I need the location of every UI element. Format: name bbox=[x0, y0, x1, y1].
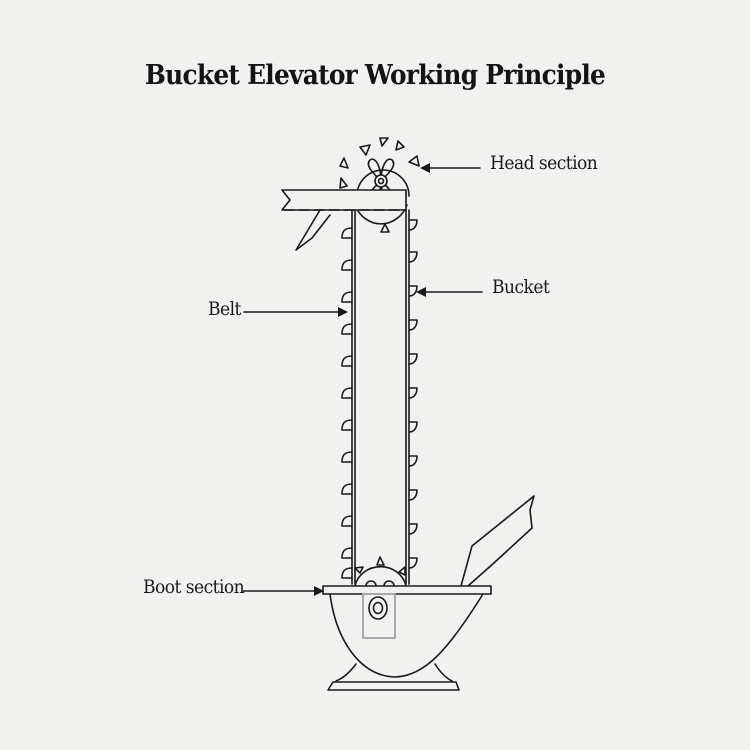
label-boot-section: Boot section bbox=[143, 576, 245, 598]
label-bucket: Bucket bbox=[492, 276, 550, 298]
label-belt: Belt bbox=[208, 298, 241, 320]
label-head-section: Head section bbox=[490, 152, 598, 174]
boot-top-plate bbox=[322, 585, 492, 595]
buckets-left bbox=[341, 227, 353, 579]
discharge-chute bbox=[281, 189, 407, 251]
arrow-head-section bbox=[420, 163, 481, 173]
arrow-bucket bbox=[416, 287, 483, 297]
diagram-title: Bucket Elevator Working Principle bbox=[144, 60, 606, 91]
arrow-boot-section bbox=[242, 586, 324, 596]
head-pulley bbox=[339, 137, 420, 233]
feed-inlet-chute bbox=[460, 495, 535, 587]
belt bbox=[351, 209, 410, 585]
boot-housing bbox=[329, 593, 484, 678]
base bbox=[327, 663, 460, 691]
buckets-right bbox=[408, 219, 418, 569]
leader-arrows bbox=[242, 163, 483, 596]
arrow-belt bbox=[243, 307, 348, 317]
boot-pulley bbox=[354, 556, 407, 587]
